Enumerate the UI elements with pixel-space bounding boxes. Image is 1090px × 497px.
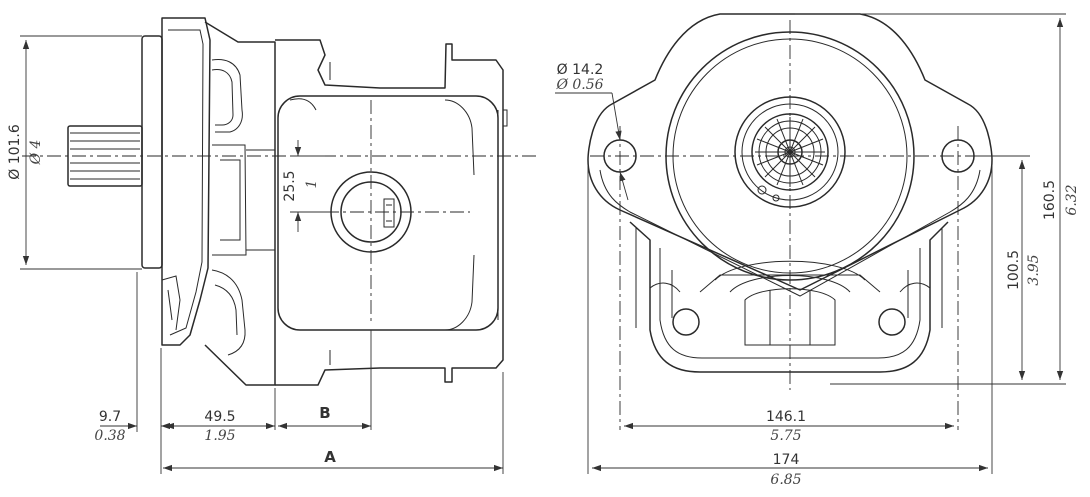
port-offset-mm: 25.5 xyxy=(282,170,298,201)
front-flange xyxy=(587,13,993,291)
port-position-in: 1.95 xyxy=(204,428,235,444)
dim-b: B xyxy=(278,330,372,430)
front-cover xyxy=(204,21,276,386)
flange-thickness-mm: 9.7 xyxy=(99,409,121,425)
dim-height-to-center: 100.5 3.95 xyxy=(830,155,1042,385)
flange xyxy=(141,17,211,346)
port-offset-in: 1 xyxy=(304,180,320,189)
height-to-center-mm: 100.5 xyxy=(1006,250,1022,290)
front-view xyxy=(587,13,1000,430)
shaft-diameter-mm: Ø 101.6 xyxy=(7,124,23,180)
dim-total-width: 174 6.85 xyxy=(587,165,993,488)
flange-thickness-in: 0.38 xyxy=(94,428,125,444)
label-b: B xyxy=(319,404,330,422)
dim-shaft-diameter: Ø 101.6 Ø 4 xyxy=(7,35,142,270)
side-view xyxy=(22,17,540,386)
dim-port-position: 49.5 1.95 xyxy=(165,388,276,444)
dim-hole-diameter: Ø 14.2 Ø 0.56 xyxy=(555,62,629,201)
total-height-mm: 160.5 xyxy=(1042,180,1058,220)
total-height-in: 6.32 xyxy=(1064,184,1080,215)
total-width-mm: 174 xyxy=(773,452,800,468)
front-flange-edge xyxy=(599,169,981,297)
hole-spacing-in: 5.75 xyxy=(770,428,801,444)
dim-hole-spacing: 146.1 5.75 xyxy=(624,409,954,444)
dim-port-offset: 25.5 1 xyxy=(282,140,330,232)
pump-body xyxy=(275,39,508,386)
dim-total-height: 160.5 6.32 xyxy=(795,13,1080,385)
port-position-mm: 49.5 xyxy=(204,409,235,425)
hole-diameter-mm: Ø 14.2 xyxy=(557,62,604,78)
dim-a: A xyxy=(163,372,504,474)
hole-diameter-in: Ø 0.56 xyxy=(555,77,603,93)
shaft-diameter-in: Ø 4 xyxy=(28,140,44,166)
label-a: A xyxy=(324,448,336,466)
hole-spacing-mm: 146.1 xyxy=(766,409,806,425)
height-to-center-in: 3.95 xyxy=(1026,254,1042,285)
front-housing xyxy=(629,221,949,373)
total-width-in: 6.85 xyxy=(770,472,801,488)
dim-flange-thickness: 9.7 0.38 xyxy=(94,272,190,474)
